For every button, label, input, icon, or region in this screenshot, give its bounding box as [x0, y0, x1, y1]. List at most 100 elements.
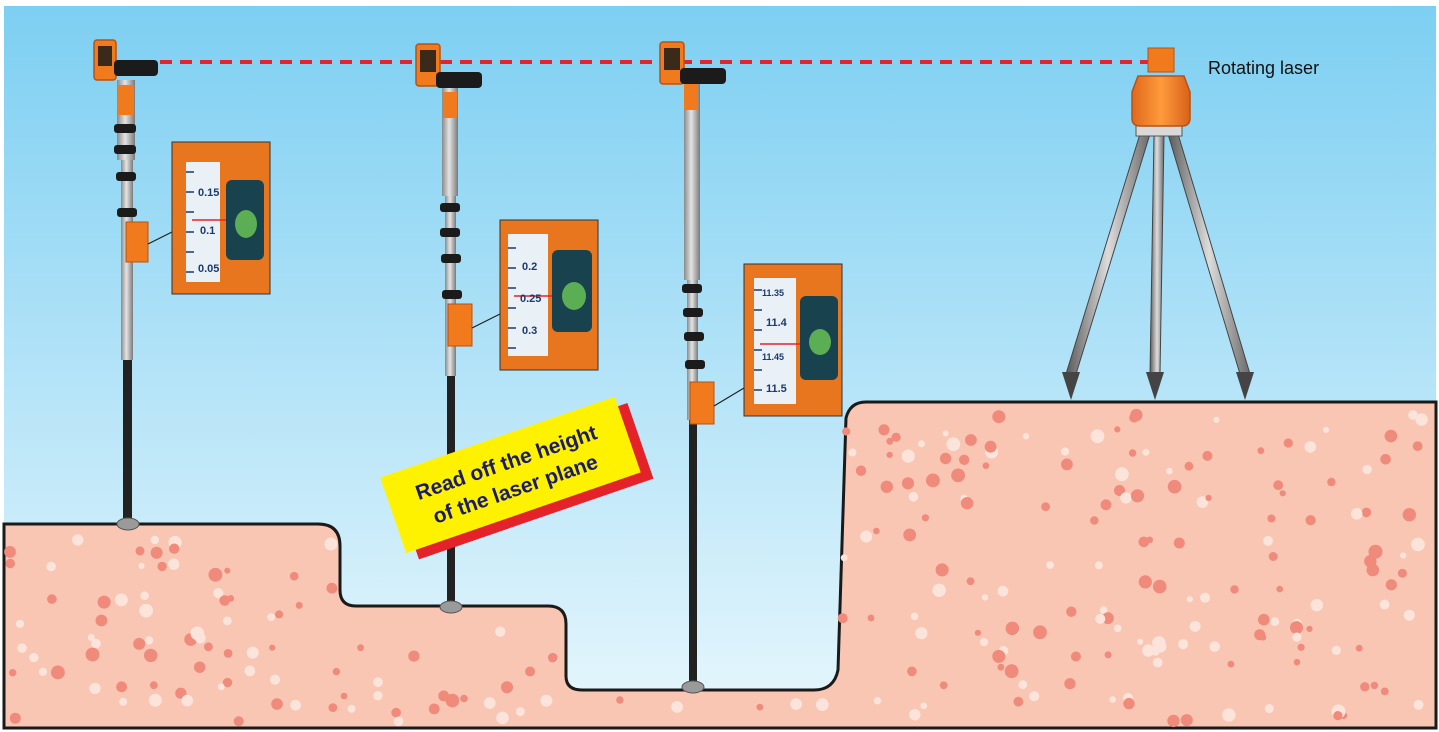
ground-speckle — [373, 691, 383, 701]
ground-speckle — [115, 593, 128, 607]
ground-speckle — [917, 440, 925, 448]
ground-speckle — [133, 637, 146, 650]
ground-speckle — [886, 451, 893, 458]
ground-speckle — [51, 665, 65, 680]
ground-speckle — [1022, 433, 1030, 440]
ground-speckle — [194, 661, 206, 673]
ground-speckle — [208, 567, 223, 582]
rotating-laser-icon — [1131, 47, 1191, 127]
ground-speckle — [974, 629, 982, 636]
ground-speckle — [1310, 598, 1324, 612]
ground-speckle — [150, 535, 159, 545]
ground-speckle — [138, 562, 145, 570]
ground-speckle — [1200, 592, 1210, 603]
ground-speckle — [223, 649, 233, 658]
ground-speckle — [992, 410, 1006, 424]
ground-speckle — [1152, 636, 1166, 650]
ground-speckle — [1184, 461, 1194, 471]
ground-speckle — [47, 594, 57, 604]
ground-speckle — [1293, 658, 1301, 666]
ground-speckle — [275, 610, 284, 619]
ground-speckle — [1046, 561, 1054, 569]
ground-speckle — [1120, 492, 1132, 504]
ground-speckle — [1109, 696, 1116, 703]
ground-speckle — [1413, 699, 1424, 710]
ground-speckle — [1283, 438, 1293, 448]
readout-3-tick-2: 11.4 — [766, 317, 788, 329]
ground-speckle — [213, 588, 224, 599]
ground-speckle — [1180, 714, 1193, 727]
ground-speckle — [939, 681, 948, 690]
ground-speckle — [97, 595, 111, 609]
ground-speckle — [984, 440, 997, 453]
ground-speckle — [1380, 454, 1391, 465]
ground-speckle — [1113, 624, 1122, 633]
ground-speckle — [190, 626, 205, 641]
ground-speckle — [837, 613, 848, 624]
tripod-icon — [1062, 123, 1254, 400]
ground-speckle — [1402, 508, 1417, 522]
ground-speckle — [942, 430, 949, 437]
ground-speckle — [982, 462, 990, 470]
ground-speckle — [1270, 617, 1280, 627]
ground-speckle — [495, 626, 506, 637]
readout-1-tick-2: 0.1 — [200, 225, 215, 237]
rotating-laser-label: Rotating laser — [1208, 58, 1319, 78]
ground-speckle — [1362, 464, 1372, 475]
ground-speckle — [907, 666, 917, 677]
ground-speckle — [921, 514, 930, 522]
ground-speckle — [790, 698, 802, 710]
ground-speckle — [1415, 413, 1428, 426]
ground-speckle — [1360, 682, 1370, 692]
ground-speckle — [1322, 426, 1330, 433]
ground-speckle — [4, 546, 16, 558]
readout-2-tick-3: 0.3 — [522, 325, 537, 337]
ground-speckle — [1090, 516, 1099, 525]
ground-speckle — [347, 704, 356, 713]
ground-speckle — [85, 647, 100, 662]
ground-speckle — [1189, 620, 1201, 632]
ground-speckle — [903, 528, 917, 542]
ground-speckle — [815, 698, 829, 711]
ground-speckle — [357, 644, 364, 652]
ground-speckle — [1304, 441, 1317, 453]
ground-speckle — [540, 694, 553, 707]
ground-speckle — [842, 427, 851, 436]
ground-speckle — [1205, 494, 1212, 501]
ground-speckle — [373, 677, 383, 688]
ground-speckle — [616, 696, 624, 704]
ground-speckle — [38, 667, 48, 676]
ground-speckle — [408, 650, 420, 662]
ground-speckle — [1297, 643, 1305, 651]
ground-speckle — [175, 687, 187, 699]
ground-speckle — [878, 424, 890, 436]
ground-speckle — [1099, 606, 1108, 614]
ground-speckle — [1202, 450, 1213, 461]
ground-speckle — [1005, 621, 1020, 636]
ground-speckle — [965, 434, 977, 446]
ground-speckle — [915, 627, 928, 640]
ground-speckle — [217, 683, 225, 691]
ground-speckle — [880, 480, 893, 493]
ground-speckle — [1384, 429, 1398, 443]
ground-speckle — [1142, 448, 1150, 456]
ground-speckle — [1264, 704, 1274, 714]
ground-speckle — [222, 616, 232, 626]
laser-receiver-icon — [415, 43, 501, 347]
ground-speckle — [72, 534, 84, 546]
readout-3-tick-1: 11.35 — [762, 288, 784, 298]
ground-speckle — [340, 692, 348, 700]
ground-speckle — [1114, 485, 1125, 496]
ground-speckle — [1327, 477, 1336, 487]
ground-speckle — [46, 561, 56, 572]
readout-2-tick-1: 0.2 — [522, 261, 537, 273]
ground-speckle — [148, 693, 162, 707]
ground-speckle — [391, 707, 401, 718]
laser-receiver-icon — [659, 41, 745, 425]
ground-speckle — [1355, 644, 1363, 652]
ground-speckle — [1305, 515, 1316, 526]
ground-speckle — [1061, 447, 1070, 456]
ground-speckle — [979, 638, 989, 647]
ground-speckle — [1258, 613, 1270, 626]
